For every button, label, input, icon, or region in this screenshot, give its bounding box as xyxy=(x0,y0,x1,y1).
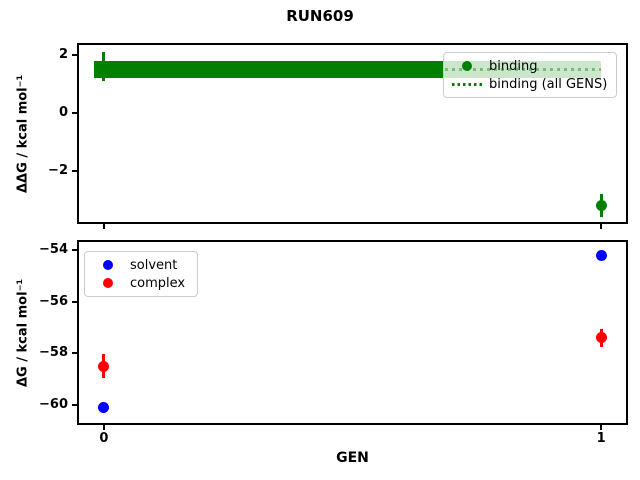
x-tick xyxy=(102,425,105,430)
x-tick-label: 0 xyxy=(99,431,109,446)
y-tick-label: 0 xyxy=(58,105,68,121)
x-tick xyxy=(102,224,105,229)
y-tick-label: 2 xyxy=(58,47,68,63)
top-legend: binding binding (all GENS) xyxy=(443,52,617,98)
x-tick xyxy=(600,425,603,430)
x-tick-label: 1 xyxy=(596,431,606,446)
top-y-axis-label: ΔΔG / kcal mol⁻¹ xyxy=(15,74,31,193)
legend-label-binding: binding xyxy=(489,58,538,74)
y-tick xyxy=(72,54,77,57)
y-tick xyxy=(72,248,77,251)
legend-item-binding-all-gens: binding (all GENS) xyxy=(451,75,610,93)
figure-title: RUN609 xyxy=(286,7,354,25)
y-tick xyxy=(72,112,77,115)
y-tick xyxy=(72,352,77,355)
y-tick xyxy=(72,170,77,172)
bottom-axes: solvent complex xyxy=(77,240,628,425)
bottom-legend: solvent complex xyxy=(84,251,198,297)
legend-item-binding: binding xyxy=(451,57,610,75)
binding-all-gens-dotted-line xyxy=(445,68,602,72)
legend-item-complex: complex xyxy=(92,274,191,292)
top-axes: binding binding (all GENS) xyxy=(77,43,628,224)
legend-label-complex: complex xyxy=(130,275,186,291)
solvent-point-gen1 xyxy=(595,249,607,261)
x-tick xyxy=(600,224,603,229)
solvent-marker-icon xyxy=(103,260,113,270)
complex-point-gen0 xyxy=(98,360,110,372)
y-tick xyxy=(72,300,77,303)
binding-marker-icon xyxy=(462,61,472,71)
x-axis-label: GEN xyxy=(336,450,369,466)
legend-label-binding-all-gens: binding (all GENS) xyxy=(489,76,608,92)
y-tick-label: −56 xyxy=(39,293,68,309)
y-tick-label: −2 xyxy=(48,163,68,178)
dotted-line-icon xyxy=(452,82,482,86)
legend-label-solvent: solvent xyxy=(130,257,178,273)
y-tick-label: −60 xyxy=(39,396,68,412)
complex-marker-icon xyxy=(103,278,113,288)
solvent-point-gen0 xyxy=(98,401,110,413)
y-tick-label: −54 xyxy=(39,241,68,257)
y-tick xyxy=(72,403,77,406)
legend-item-solvent: solvent xyxy=(92,256,191,274)
complex-point-gen1 xyxy=(595,332,607,344)
y-tick-label: −58 xyxy=(39,345,68,361)
binding-point-gen1 xyxy=(595,200,607,212)
